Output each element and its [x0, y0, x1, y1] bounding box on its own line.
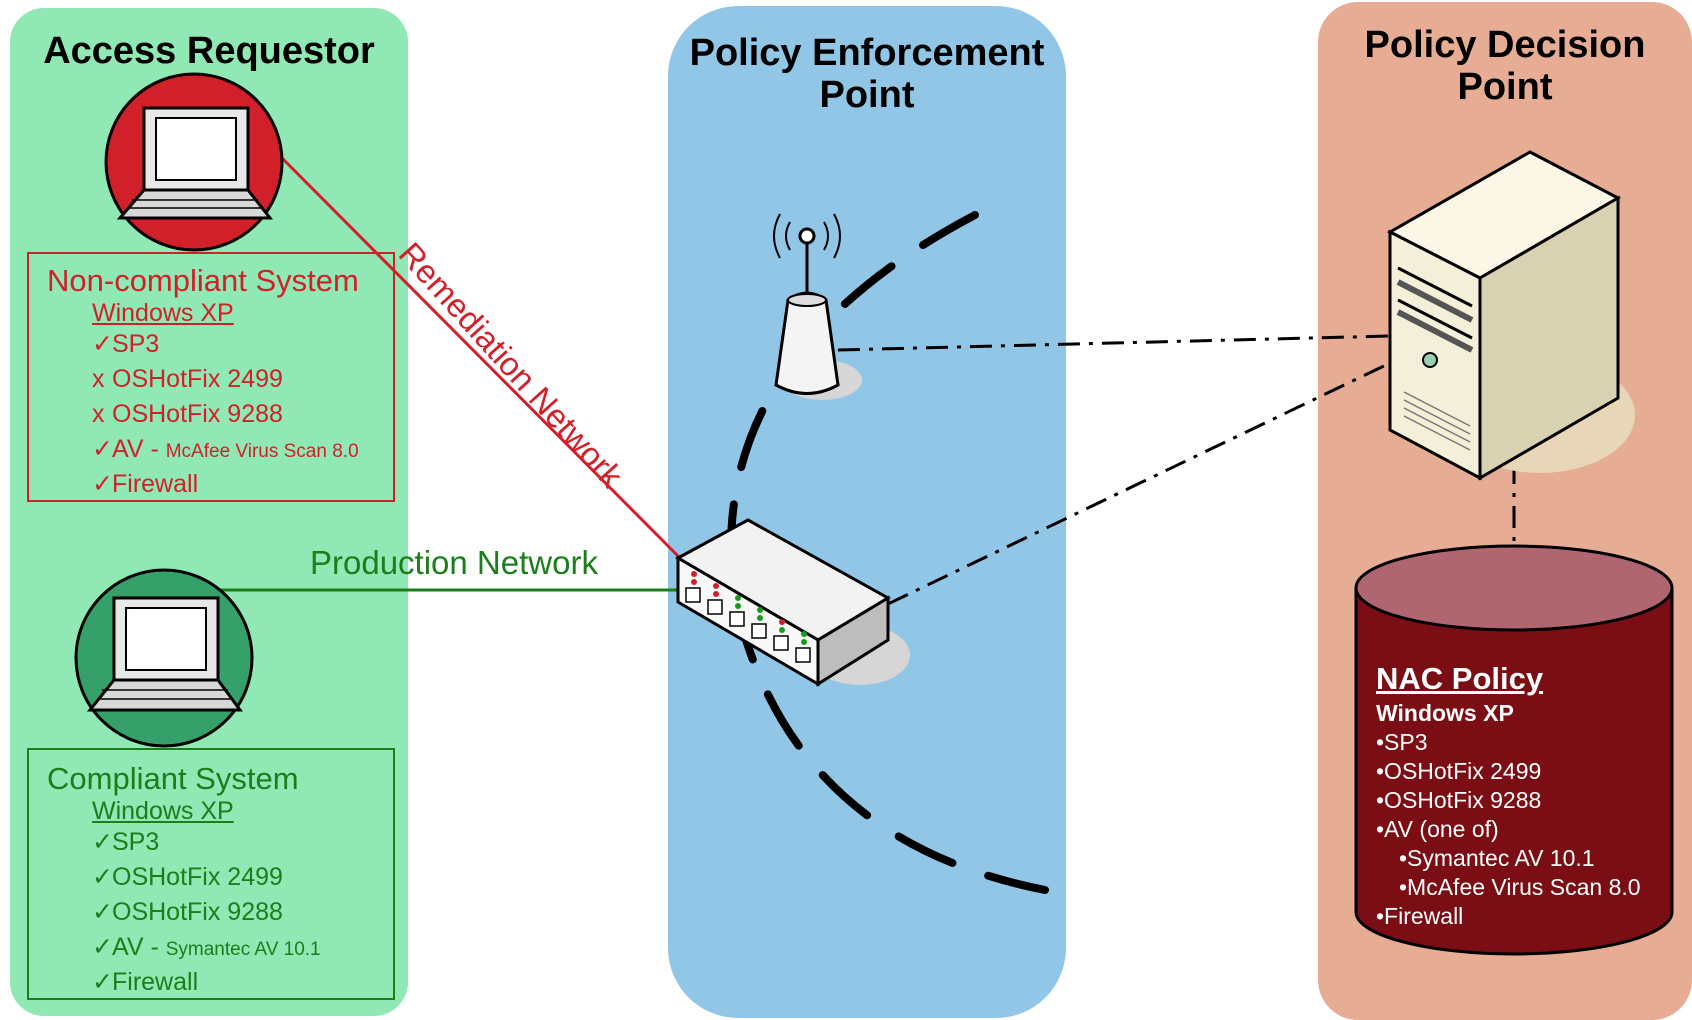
compliant-item: ✓AV - Symantec AV 10.1 — [92, 933, 321, 961]
server-tower-icon — [1386, 150, 1635, 481]
remediation-link — [270, 146, 682, 560]
compliant-os: Windows XP — [92, 797, 234, 825]
compliant-heading: Compliant System — [47, 761, 299, 796]
nac-policy-item: •McAfee Virus Scan 8.0 — [1399, 874, 1641, 900]
noncompliant-os: Windows XP — [92, 299, 234, 327]
ap-server-link — [837, 334, 1391, 352]
nac-policy-item: •SP3 — [1376, 729, 1428, 755]
nac-policy-item: •Firewall — [1376, 903, 1464, 929]
switch-server-link — [887, 361, 1391, 606]
nac-policy-item: •Symantec AV 10.1 — [1399, 845, 1595, 871]
policy-decision-title: Policy Decision Point — [1364, 24, 1646, 108]
compliant-item: ✓Firewall — [92, 968, 199, 996]
nac-policy-title: NAC Policy — [1376, 661, 1544, 696]
wireless-access-point-icon — [773, 213, 862, 400]
database-cylinder-icon — [1354, 544, 1674, 956]
nac-policy-item: •OSHotFix 2499 — [1376, 758, 1542, 784]
noncompliant-heading: Non-compliant System — [47, 263, 359, 298]
noncompliant-item: ✓AV - McAfee Virus Scan 8.0 — [92, 435, 359, 463]
nac-policy-item: •AV (one of) — [1376, 816, 1499, 842]
compliant-item: ✓OSHotFix 9288 — [92, 898, 283, 926]
access-requestor-title: Access Requestor — [43, 30, 375, 72]
compliant-system-box: Compliant System Windows XP ✓SP3 ✓OSHotF… — [27, 748, 395, 1000]
network-switch-icon — [674, 518, 910, 687]
noncompliant-laptop-icon — [104, 72, 284, 252]
noncompliant-item: ✓Firewall — [92, 470, 199, 498]
nac-policy-item: •OSHotFix 9288 — [1376, 787, 1542, 813]
nac-policy: NAC Policy Windows XP •SP3 •OSHotFix 249… — [1376, 660, 1641, 931]
compliant-item: ✓OSHotFix 2499 — [92, 863, 283, 891]
noncompliant-item: ✓SP3 — [92, 330, 160, 358]
production-network-label: Production Network — [310, 544, 598, 581]
nac-policy-os: Windows XP — [1376, 700, 1514, 726]
policy-enforcement-title: Policy Enforcement Point — [689, 32, 1045, 116]
compliant-item: ✓SP3 — [92, 828, 160, 856]
compliant-laptop-icon — [74, 568, 254, 748]
